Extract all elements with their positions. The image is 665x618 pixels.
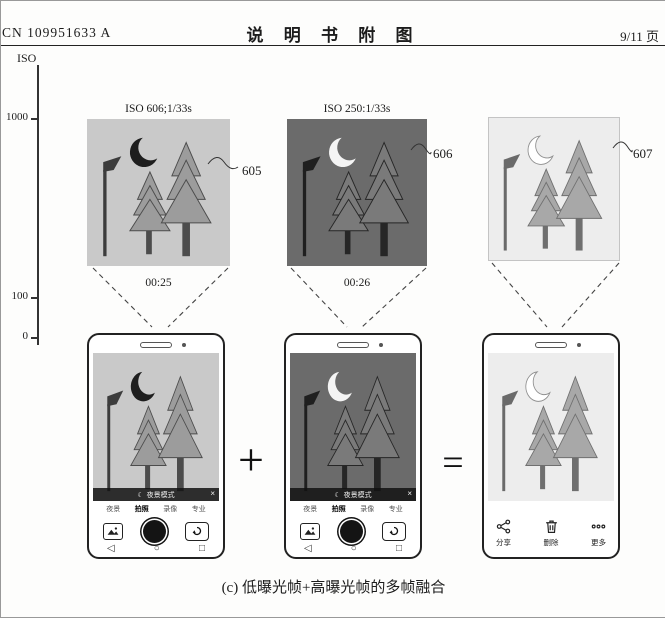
share-icon <box>496 519 511 534</box>
viewfinder-image <box>93 353 219 501</box>
camera-controls <box>103 516 209 546</box>
exposure-frame-high: ISO 606;1/33s 00:25 <box>87 103 230 289</box>
axis-tick-label: 100 <box>11 290 29 302</box>
shutter-button[interactable] <box>339 519 363 543</box>
night-scene-image <box>287 119 427 266</box>
rotate-camera-icon <box>389 526 399 536</box>
home-button[interactable]: ○ <box>350 543 357 554</box>
android-navbar: ◁ ○ □ <box>304 543 402 554</box>
document-title: 说 明 书 附 图 <box>246 26 421 45</box>
mode-tab-pro[interactable]: 专业 <box>388 506 403 513</box>
axis-tick-label: 0 <box>22 330 29 342</box>
share-button[interactable]: 分享 <box>496 519 511 548</box>
mode-tab-photo[interactable]: 拍照 <box>331 506 346 513</box>
rotate-camera-icon <box>192 526 202 536</box>
night-mode-icon: ☾ <box>137 491 144 499</box>
ref-numeral-605: 605 <box>242 163 262 178</box>
night-mode-banner-text: 夜景模式 <box>146 491 175 499</box>
photo-icon <box>107 527 119 535</box>
phone-low-exposure: ☾ 夜景模式 × 夜景 拍照 录像 专业 ◁ ○ □ <box>284 333 422 559</box>
mode-tab-video[interactable]: 录像 <box>163 506 178 513</box>
phone-fused-result: 分享 删除 更多 <box>482 333 620 559</box>
equals-operator: = <box>442 442 464 484</box>
axis-tick <box>31 118 39 120</box>
more-button[interactable]: 更多 <box>591 519 606 548</box>
ref-numeral-606: 606 <box>433 146 453 161</box>
speaker-icon <box>140 342 172 348</box>
back-button[interactable]: ◁ <box>304 543 312 554</box>
exposure-settings-label: ISO 250:1/33s <box>323 103 391 115</box>
banner-close-icon[interactable]: × <box>210 489 215 498</box>
timestamp-label: 00:25 <box>145 277 172 289</box>
viewfinder-image <box>290 353 416 501</box>
axis-tick <box>31 337 39 339</box>
mode-tab-photo[interactable]: 拍照 <box>134 506 149 513</box>
iso-axis-label: ISO <box>17 51 37 65</box>
header-divider <box>1 45 665 46</box>
gallery-thumbnail-button[interactable] <box>300 522 320 540</box>
camera-flip-button[interactable] <box>382 521 406 541</box>
figure-caption: (c) 低曝光帧+高曝光帧的多帧融合 <box>221 580 446 596</box>
mode-tab-video[interactable]: 录像 <box>360 506 375 513</box>
night-scene-image <box>87 119 230 266</box>
exposure-settings-label: ISO 606;1/33s <box>125 103 192 115</box>
axis-tick-label: 1000 <box>6 111 28 123</box>
night-mode-banner: ☾ 夜景模式 × <box>93 488 219 501</box>
result-action-bar: 分享 删除 更多 <box>496 519 606 548</box>
camera-viewfinder: ☾ 夜景模式 × <box>290 353 416 501</box>
result-image-view <box>488 353 614 501</box>
fused-frame <box>488 117 620 261</box>
home-button[interactable]: ○ <box>153 543 160 554</box>
mode-tab-pro[interactable]: 专业 <box>191 506 206 513</box>
ref-numeral-607: 607 <box>633 146 653 161</box>
delete-button[interactable]: 删除 <box>544 519 559 548</box>
camera-mode-tabs: 夜景 拍照 录像 专业 <box>296 504 410 514</box>
front-camera-icon <box>379 343 383 347</box>
fused-image <box>488 353 614 501</box>
delete-label: 删除 <box>543 538 559 547</box>
mode-tab-night[interactable]: 夜景 <box>303 506 318 513</box>
iso-axis-line <box>37 65 39 345</box>
plus-operator: + <box>238 434 264 485</box>
photo-icon <box>304 527 316 535</box>
night-mode-banner-text: 夜景模式 <box>343 491 372 499</box>
trash-icon <box>545 520 557 533</box>
night-scene-image <box>488 117 620 261</box>
share-label: 分享 <box>496 538 511 547</box>
night-mode-icon: ☾ <box>334 491 341 499</box>
front-camera-icon <box>182 343 186 347</box>
camera-controls <box>300 516 406 546</box>
speaker-icon <box>535 342 567 348</box>
exposure-frame-low: ISO 250:1/33s 00:26 <box>287 103 427 289</box>
camera-mode-tabs: 夜景 拍照 录像 专业 <box>99 504 213 514</box>
shutter-button[interactable] <box>142 519 166 543</box>
camera-viewfinder: ☾ 夜景模式 × <box>93 353 219 501</box>
recents-button[interactable]: □ <box>198 543 205 554</box>
mode-tab-night[interactable]: 夜景 <box>106 506 121 513</box>
page-number: 9/11 页 <box>620 29 659 44</box>
timestamp-label: 00:26 <box>343 277 371 289</box>
more-dots-icon <box>591 524 606 529</box>
more-label: 更多 <box>591 538 606 547</box>
recents-button[interactable]: □ <box>395 543 402 554</box>
night-mode-banner: ☾ 夜景模式 × <box>290 488 416 501</box>
back-button[interactable]: ◁ <box>107 543 115 554</box>
patent-number: CN 109951633 A <box>2 25 112 40</box>
android-navbar: ◁ ○ □ <box>107 543 205 554</box>
front-camera-icon <box>577 343 581 347</box>
phone-high-exposure: ☾ 夜景模式 × 夜景 拍照 录像 专业 ◁ ○ □ <box>87 333 225 559</box>
gallery-thumbnail-button[interactable] <box>103 522 123 540</box>
axis-tick <box>31 297 39 299</box>
speaker-icon <box>337 342 369 348</box>
camera-flip-button[interactable] <box>185 521 209 541</box>
banner-close-icon[interactable]: × <box>407 489 412 498</box>
